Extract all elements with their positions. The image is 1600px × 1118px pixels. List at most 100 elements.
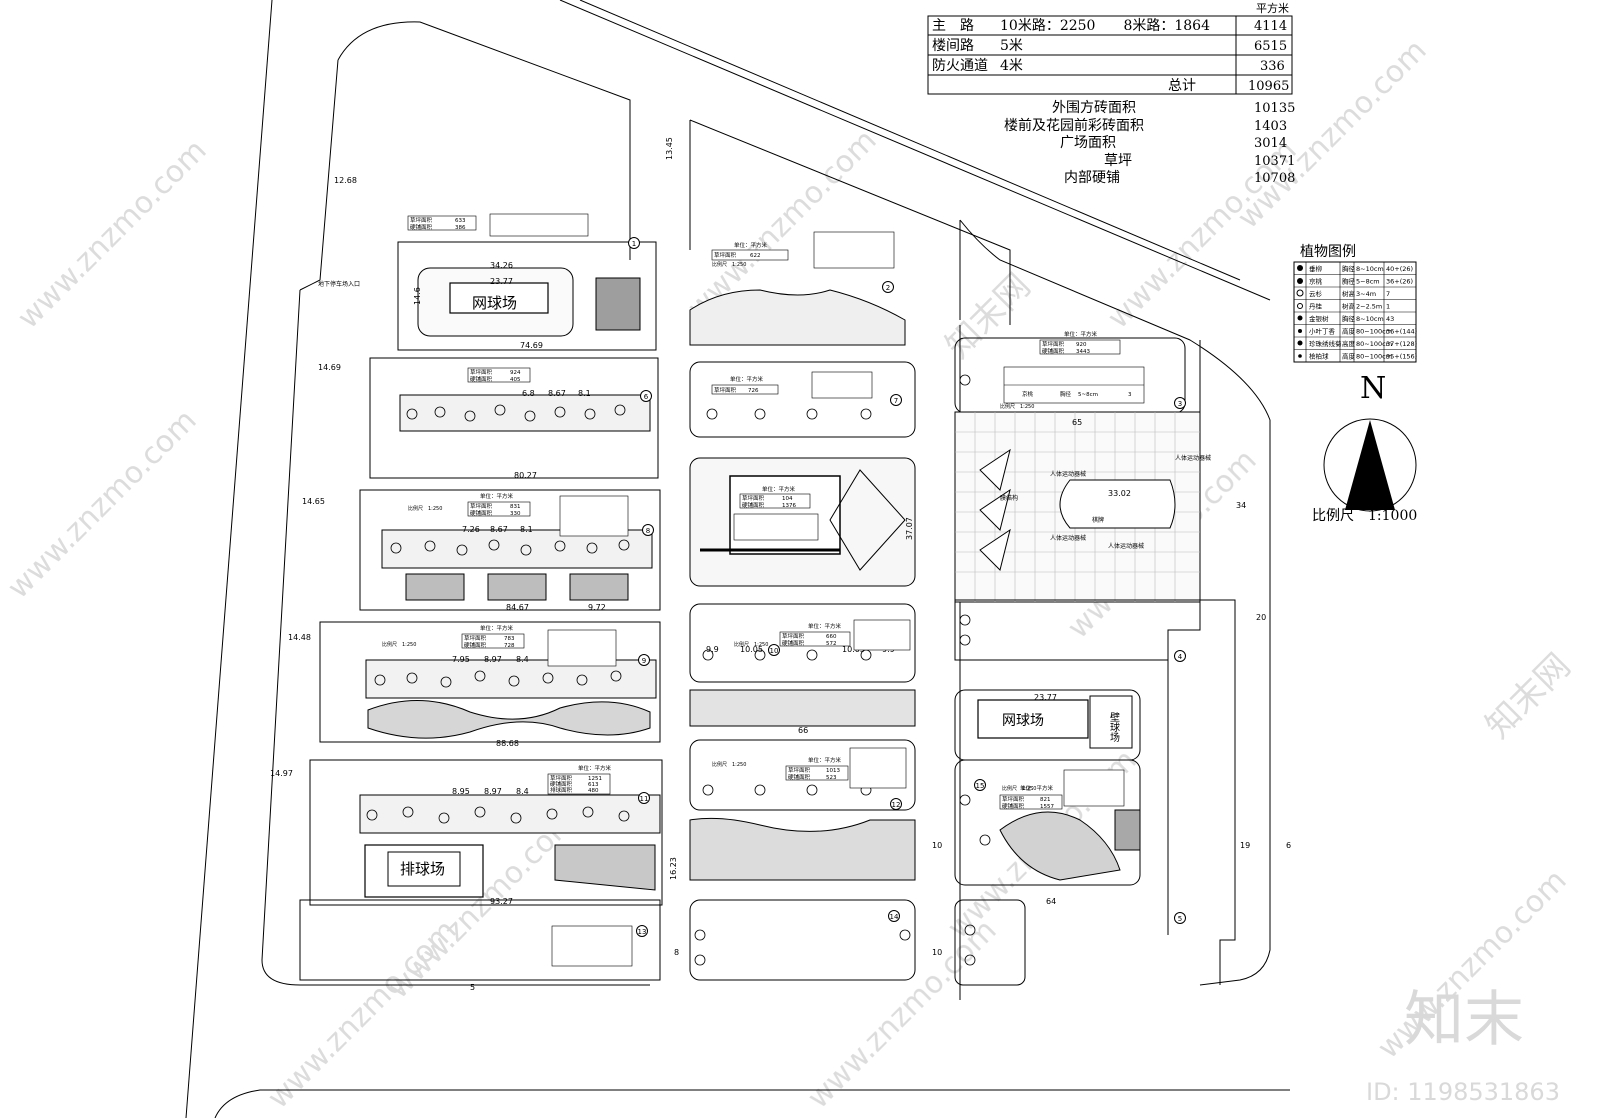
dimension-label: 8.4 — [516, 655, 529, 664]
tree-symbol-icon — [1297, 265, 1303, 271]
block-table-text: 单位：平方米 — [1020, 784, 1054, 792]
dimension-label: 7.26 — [462, 525, 480, 534]
block-table-text: 硬铺面积 — [470, 375, 493, 383]
dimension-label: 37.07 — [905, 517, 914, 540]
legend-qty: 37+(128) — [1386, 340, 1417, 348]
scale-note: 比例尺 1:250 — [712, 261, 746, 268]
dimension-label: 10 — [932, 948, 942, 957]
block-table-text: 草坪面积 — [1002, 795, 1025, 803]
block-table-text: 草坪面积 — [410, 216, 433, 224]
block-number: 2 — [886, 284, 890, 292]
legend-size: 8~10cm — [1356, 265, 1384, 273]
scale-notes: 比例尺 1:250 比例尺 1:250 比例尺 1:250 比例尺 1:250 … — [382, 261, 1036, 792]
block-table-text: 1557 — [1040, 804, 1054, 810]
north-label: N — [1360, 371, 1386, 406]
legend-qty: 36+(144) — [1386, 328, 1417, 336]
scale-note: 比例尺 1:250 — [382, 641, 416, 648]
watermark-brand: 知末网 — [938, 266, 1038, 366]
block-table-text: 3 — [1128, 392, 1132, 398]
scale-label: 比例尺 1:1000 — [1312, 508, 1417, 524]
legend-name: 珍珠绣线菊 — [1309, 339, 1342, 348]
tennis-court-label: 网球场 — [472, 294, 517, 312]
block-table-text: 783 — [504, 636, 515, 642]
block-table-text: 硬铺面积 — [464, 641, 487, 649]
summary-row-name: 主 路 — [932, 18, 974, 34]
block-table-text: 胸径 — [1060, 390, 1072, 398]
dimension-label: 66 — [798, 726, 808, 735]
dimension-label: 10.05 — [740, 645, 763, 654]
dimension-label: 10 — [932, 841, 942, 850]
block-table-text: 单位：平方米 — [1064, 330, 1098, 338]
dimension-label: 34 — [1236, 501, 1246, 510]
dimension-label: 8.97 — [484, 655, 502, 664]
legend-spec: 高度 — [1342, 352, 1356, 361]
area-value: 10708 — [1254, 171, 1295, 186]
brand-watermark: 知末 ID: 1198531863 — [1366, 985, 1560, 1106]
dimension-label: 8.1 — [520, 525, 533, 534]
block-table-text: 硬铺面积 — [410, 223, 433, 231]
block-table-text: 633 — [455, 218, 466, 224]
facility-labels: 网球场 网球场 排球场 壁球场 — [400, 294, 1120, 878]
area-label: 草坪 — [1104, 153, 1132, 169]
area-value: 10371 — [1254, 154, 1295, 169]
block-number: 3 — [1178, 400, 1182, 408]
area-value: 3014 — [1254, 136, 1287, 151]
block-table-text: 523 — [826, 775, 837, 781]
dimension-label: 64 — [1046, 897, 1056, 906]
squash-court-label: 壁球场 — [1108, 711, 1120, 743]
block-table-text: 单位：平方米 — [808, 622, 842, 630]
legend-spec: 胸径 — [1342, 277, 1356, 286]
dimension-label: 80.27 — [514, 471, 537, 480]
watermark-brand: 知末网 — [1478, 646, 1578, 746]
north-arrow-icon — [1345, 420, 1395, 510]
block-table-text: 1251 — [588, 776, 602, 782]
dimension-label: 5 — [470, 983, 475, 992]
block-table-text: 硬铺面积 — [742, 501, 765, 509]
area-label: 楼前及花园前彩砖面积 — [1004, 117, 1144, 134]
block-table-text: 硬铺面积 — [550, 780, 573, 788]
dimension-label: 74.69 — [520, 341, 543, 350]
block-table-text: 草坪面积 — [782, 632, 805, 640]
legend-size: 80~100cm — [1356, 340, 1392, 348]
tennis-court-label: 网球场 — [1002, 713, 1044, 729]
legend-size: 3~4m — [1356, 290, 1376, 298]
block-number: 6 — [644, 393, 649, 401]
block-number: 9 — [642, 657, 646, 665]
block-table-text: 1376 — [782, 503, 796, 509]
block-table-text: 硬铺面积 — [788, 773, 811, 781]
area-label: 广场面积 — [1060, 135, 1116, 151]
dot-symbol-icon — [1298, 329, 1302, 333]
block-table-text: 京桃 — [1022, 390, 1034, 398]
north-arrow: N 比例尺 1:1000 — [1312, 371, 1417, 524]
block-table-text: 硬铺面积 — [1042, 347, 1065, 355]
area-value: 10135 — [1254, 101, 1295, 116]
dimension-label: 8.95 — [452, 787, 470, 796]
block-table-text: 硬铺面积 — [1002, 802, 1025, 810]
dimension-label: 6 — [1286, 841, 1291, 850]
block-area-tables: 草坪面积 633 硬铺面积 386 单位：平方米 草坪面积 622 单位：平方米… — [407, 213, 1145, 967]
block-number: 10 — [770, 647, 779, 655]
east-blocks — [954, 337, 1201, 986]
dimension-label: 20 — [1256, 613, 1266, 622]
watermark-text: www.znzmo.com — [801, 913, 1004, 1116]
summary-row-value: 4114 — [1254, 19, 1287, 34]
block-number: 8 — [646, 527, 650, 535]
summary-row-value: 336 — [1260, 59, 1285, 74]
conifer-symbol-icon — [1296, 289, 1304, 297]
table-unit: 平方米 — [1256, 1, 1289, 15]
pavilion-label: 膜结构 — [1000, 494, 1018, 502]
block-number: 14 — [890, 913, 899, 921]
dimension-label: 14.97 — [270, 769, 293, 778]
block-table-text: 386 — [455, 225, 466, 231]
legend-qty: 7 — [1386, 290, 1390, 298]
area-list: 外围方砖面积 10135 楼前及花园前彩砖面积 1403 广场面积 3014 草… — [1004, 100, 1295, 186]
dimension-annotations: 13.45 12.68 34.26 23.77 14.6 74.69 14.69… — [270, 137, 1291, 992]
dimension-label: 65 — [1072, 418, 1082, 427]
block-table-text: 104 — [782, 496, 793, 502]
block-number: 5 — [1178, 915, 1182, 923]
dimension-label: 93.27 — [490, 897, 513, 906]
legend-name: 桧柏球 — [1309, 352, 1329, 361]
dimension-label: 13.45 — [665, 137, 674, 160]
block-table-text: 660 — [826, 634, 837, 640]
block-table-text: 1013 — [826, 768, 840, 774]
